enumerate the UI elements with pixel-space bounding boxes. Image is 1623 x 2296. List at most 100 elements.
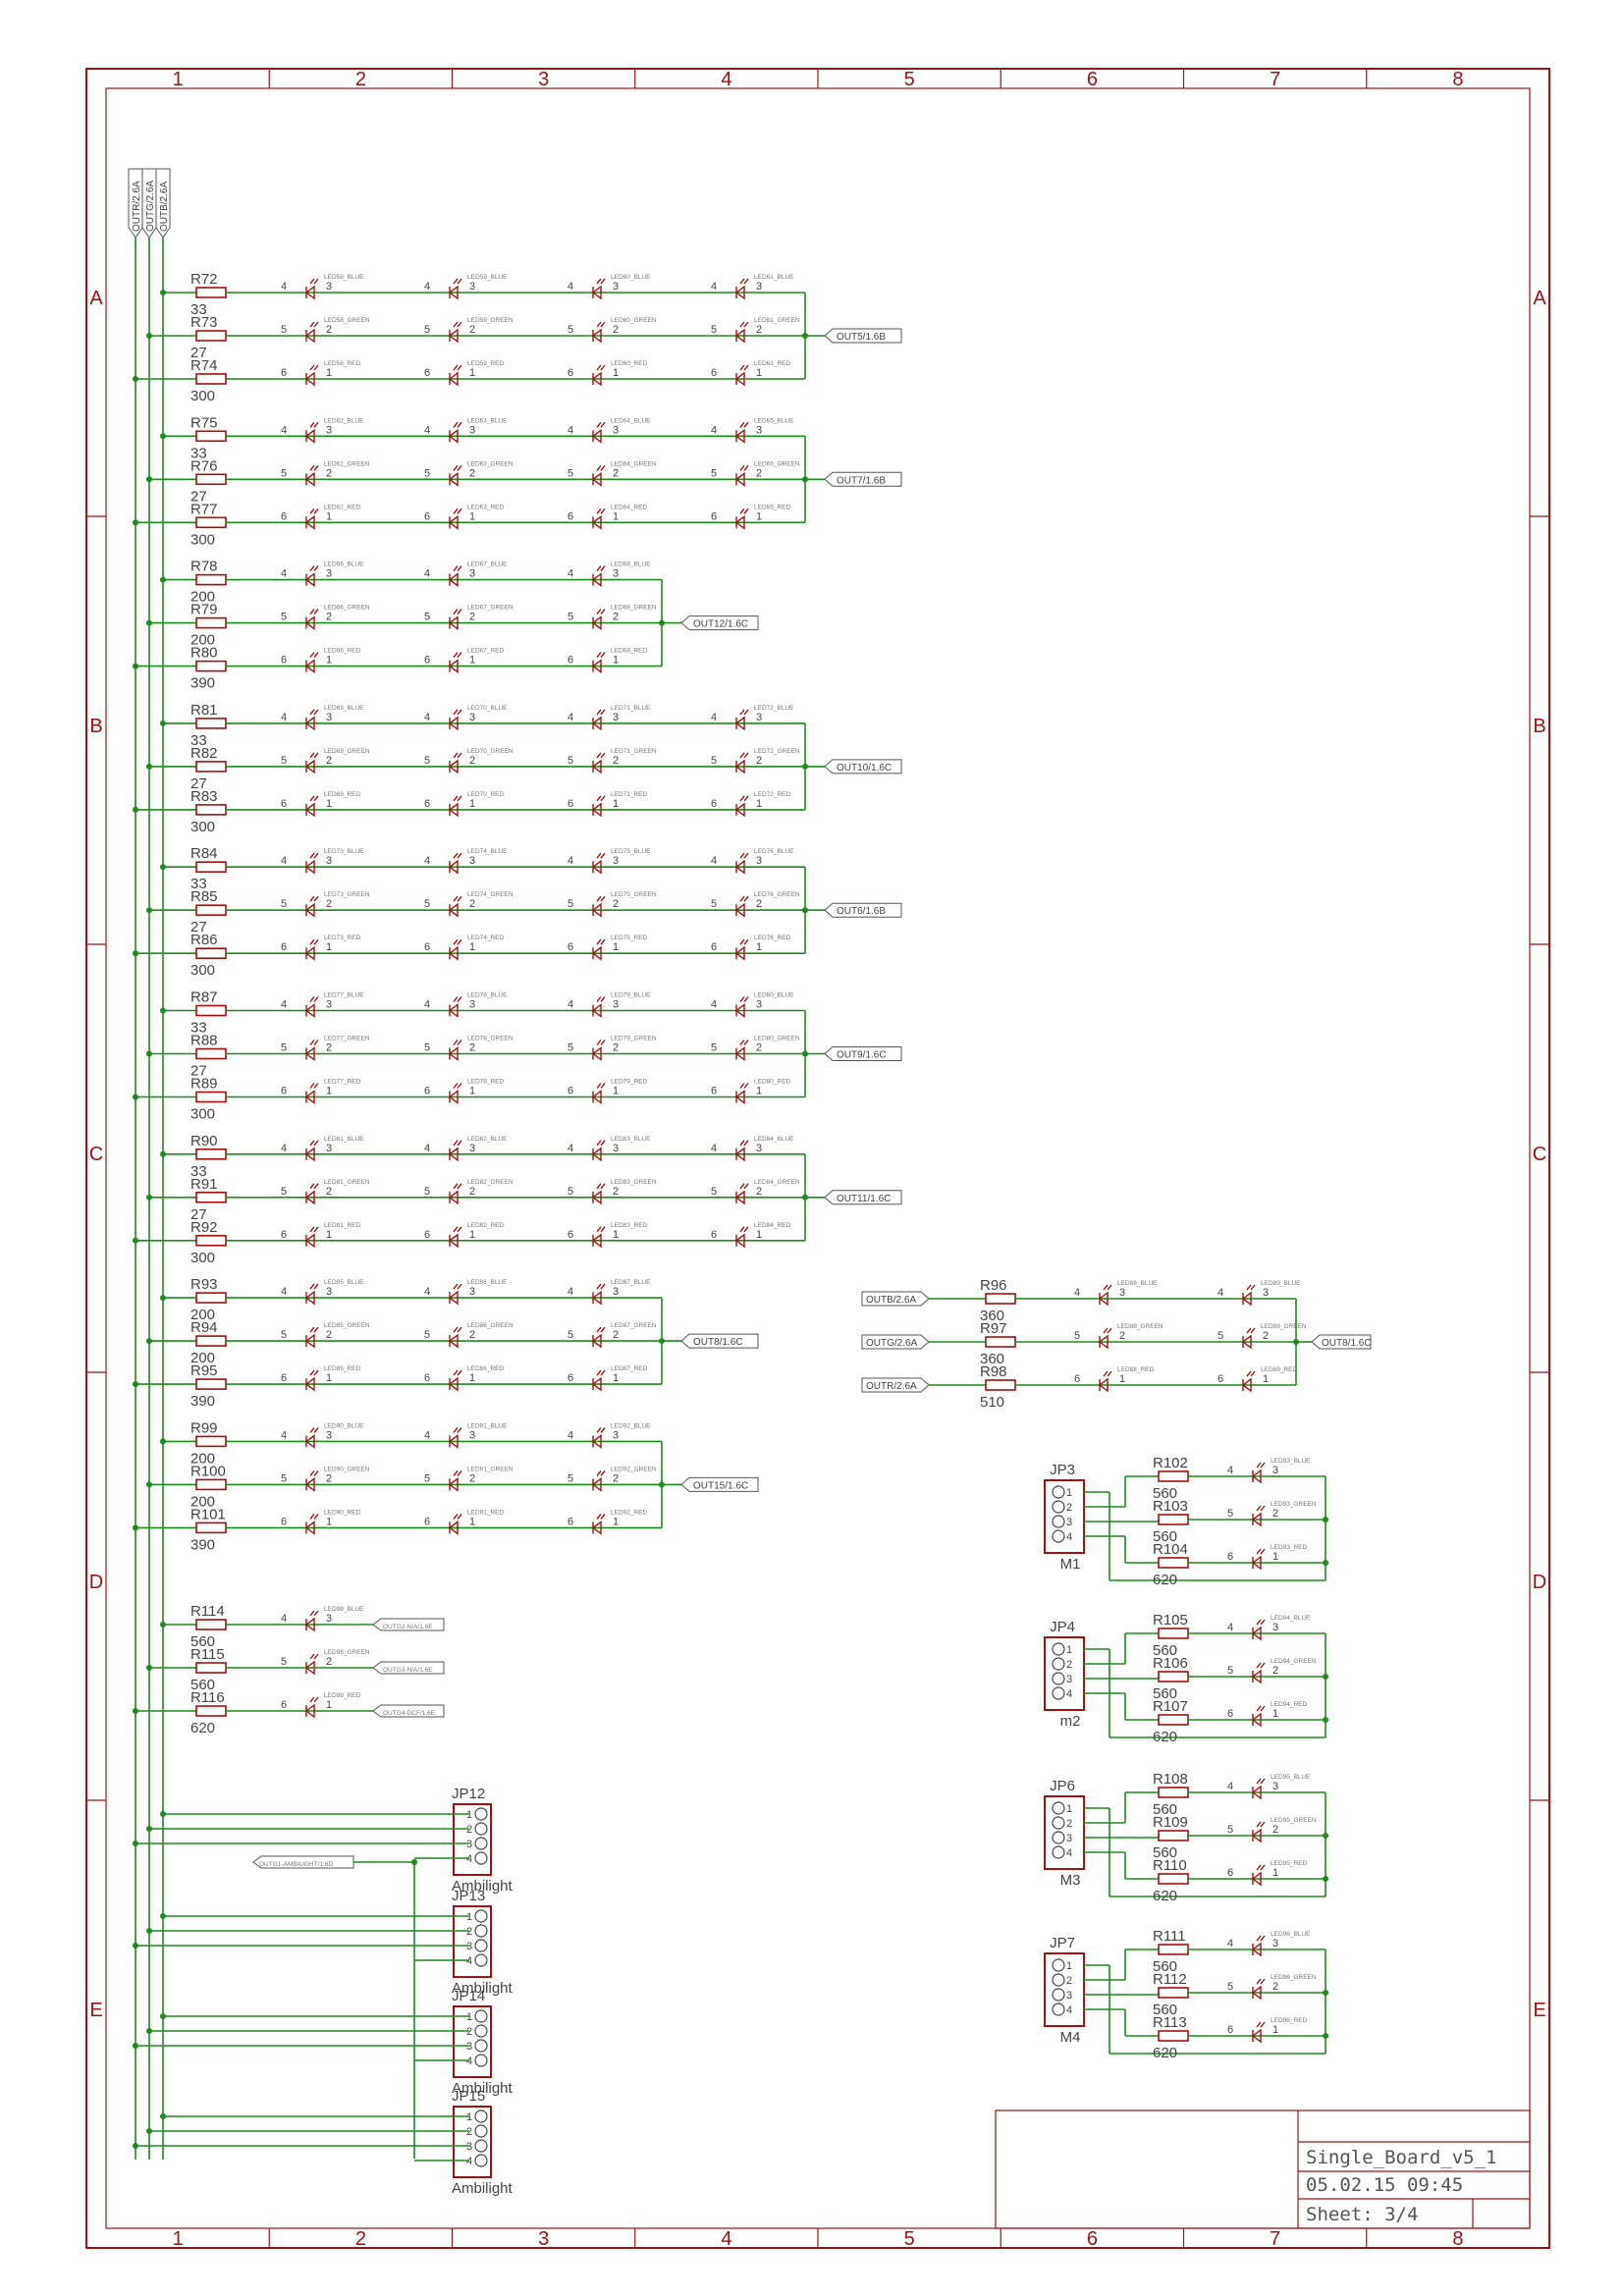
led-pin: 2: [326, 755, 332, 767]
output-port-label: OUT6/1.6B: [837, 906, 886, 917]
led-pin: 3: [469, 712, 475, 723]
resistor-value: 620: [1153, 2045, 1177, 2061]
led-name: LED76_BLUE: [754, 848, 794, 855]
led-name: LED90_BLUE: [324, 1422, 364, 1429]
led-name: LED69_RED: [324, 791, 361, 798]
header-pin-number: 1: [466, 2111, 472, 2123]
led-diode: [448, 1434, 459, 1449]
led-diode: [591, 1521, 602, 1535]
input-port-label: OUTB/2.6A: [866, 1295, 916, 1306]
led-pin: 5: [281, 612, 287, 623]
header-pin: [474, 1953, 488, 1967]
led-name: LED80_RED: [754, 1079, 791, 1086]
led-pin: 1: [469, 1372, 475, 1384]
led-pin: 3: [469, 855, 475, 867]
resistor-name: R99: [190, 1419, 218, 1436]
led-pin: 5: [281, 324, 287, 336]
led-pin: 4: [424, 1429, 430, 1441]
led-emission: [596, 1469, 606, 1476]
led-pin: 6: [281, 798, 287, 810]
led-diode: [304, 428, 315, 444]
led-diode: [734, 859, 745, 875]
led-pin: 6: [568, 798, 573, 810]
module-pin-number: 4: [1066, 2004, 1072, 2016]
resistor: [1158, 1557, 1189, 1569]
led-diode: [1251, 1828, 1262, 1843]
led-diode: [304, 716, 315, 731]
resistor: [195, 1378, 227, 1390]
led-pin: 6: [1217, 1373, 1223, 1385]
input-port-label: OUTG/2.6A: [866, 1338, 918, 1349]
led-pin: 5: [424, 1329, 430, 1341]
junction-dot: [411, 1859, 417, 1865]
led-emission: [309, 609, 319, 615]
led-diode: [304, 514, 315, 530]
header-name: JP12: [452, 1786, 485, 1802]
header-label: Ambilight: [452, 2080, 514, 2097]
resistor-name: R111: [1153, 1928, 1186, 1945]
led-pin: 2: [1272, 1824, 1278, 1836]
led-diode: [591, 328, 602, 344]
led-pin: 5: [424, 324, 430, 336]
junction-dot: [133, 2043, 138, 2049]
led-pin: 4: [568, 855, 573, 867]
led-name: LED78_RED: [467, 1079, 505, 1086]
led-emission: [596, 1040, 606, 1045]
input-port: [861, 1377, 930, 1393]
led-emission: [453, 1369, 462, 1376]
led-diode: [1241, 1377, 1252, 1393]
led-diode: [304, 945, 315, 961]
led-emission: [1246, 1370, 1256, 1377]
led-emission: [596, 852, 606, 859]
junction-dot: [1323, 1876, 1328, 1882]
led-name: LED66_BLUE: [324, 561, 364, 568]
resistor: [985, 1293, 1016, 1305]
output-port: [680, 1333, 759, 1349]
led-diode: [734, 328, 745, 344]
module-pin: [1052, 1801, 1065, 1815]
led-diode: [1098, 1377, 1109, 1393]
led-diode: [448, 371, 459, 387]
junction-dot: [160, 1913, 166, 1919]
led-pin: 3: [469, 1286, 475, 1298]
led-pin: 4: [281, 281, 287, 293]
led-pin: 4: [281, 855, 287, 867]
led-diode: [304, 1147, 315, 1162]
resistor-name: R104: [1153, 1541, 1188, 1558]
led-emission: [596, 1513, 606, 1520]
led-pin: 6: [281, 510, 287, 522]
led-pin: 2: [613, 1329, 619, 1341]
led-pin: 2: [469, 898, 475, 910]
junction-dot: [146, 2128, 152, 2134]
led-name: LED98_GREEN: [324, 1649, 370, 1656]
led-emission: [453, 1083, 462, 1089]
module-pin-number: 4: [1066, 1847, 1072, 1859]
led-name: LED59_BLUE: [467, 274, 508, 281]
module-pin: [1052, 1816, 1065, 1830]
led-pin: 6: [424, 655, 430, 667]
led-diode: [734, 1147, 745, 1162]
led-emission: [596, 1140, 606, 1147]
led-name: LED81_RED: [324, 1222, 361, 1229]
led-pin: 6: [1074, 1373, 1080, 1385]
led-diode: [591, 1190, 602, 1205]
led-emission: [309, 1326, 319, 1333]
led-name: LED79_GREEN: [611, 1036, 657, 1042]
led-diode: [591, 285, 602, 300]
column-marker: 1: [173, 2228, 184, 2250]
led-pin: 2: [469, 1186, 475, 1198]
led-pin: 3: [613, 999, 619, 1011]
led-emission: [453, 795, 462, 802]
resistor: [1158, 1787, 1189, 1798]
resistor: [1158, 2030, 1189, 2042]
led-pin: 4: [1217, 1287, 1223, 1299]
output-port-label: OUT9/1.6C: [837, 1050, 887, 1061]
resistor-value: 33: [190, 445, 207, 461]
led-pin: 4: [281, 568, 287, 580]
led-pin: 5: [1074, 1330, 1080, 1342]
led-pin: 5: [281, 755, 287, 767]
led-diode: [448, 572, 459, 587]
junction-dot: [1323, 1517, 1328, 1522]
led-pin: 5: [711, 324, 717, 336]
led-pin: 4: [568, 281, 573, 293]
